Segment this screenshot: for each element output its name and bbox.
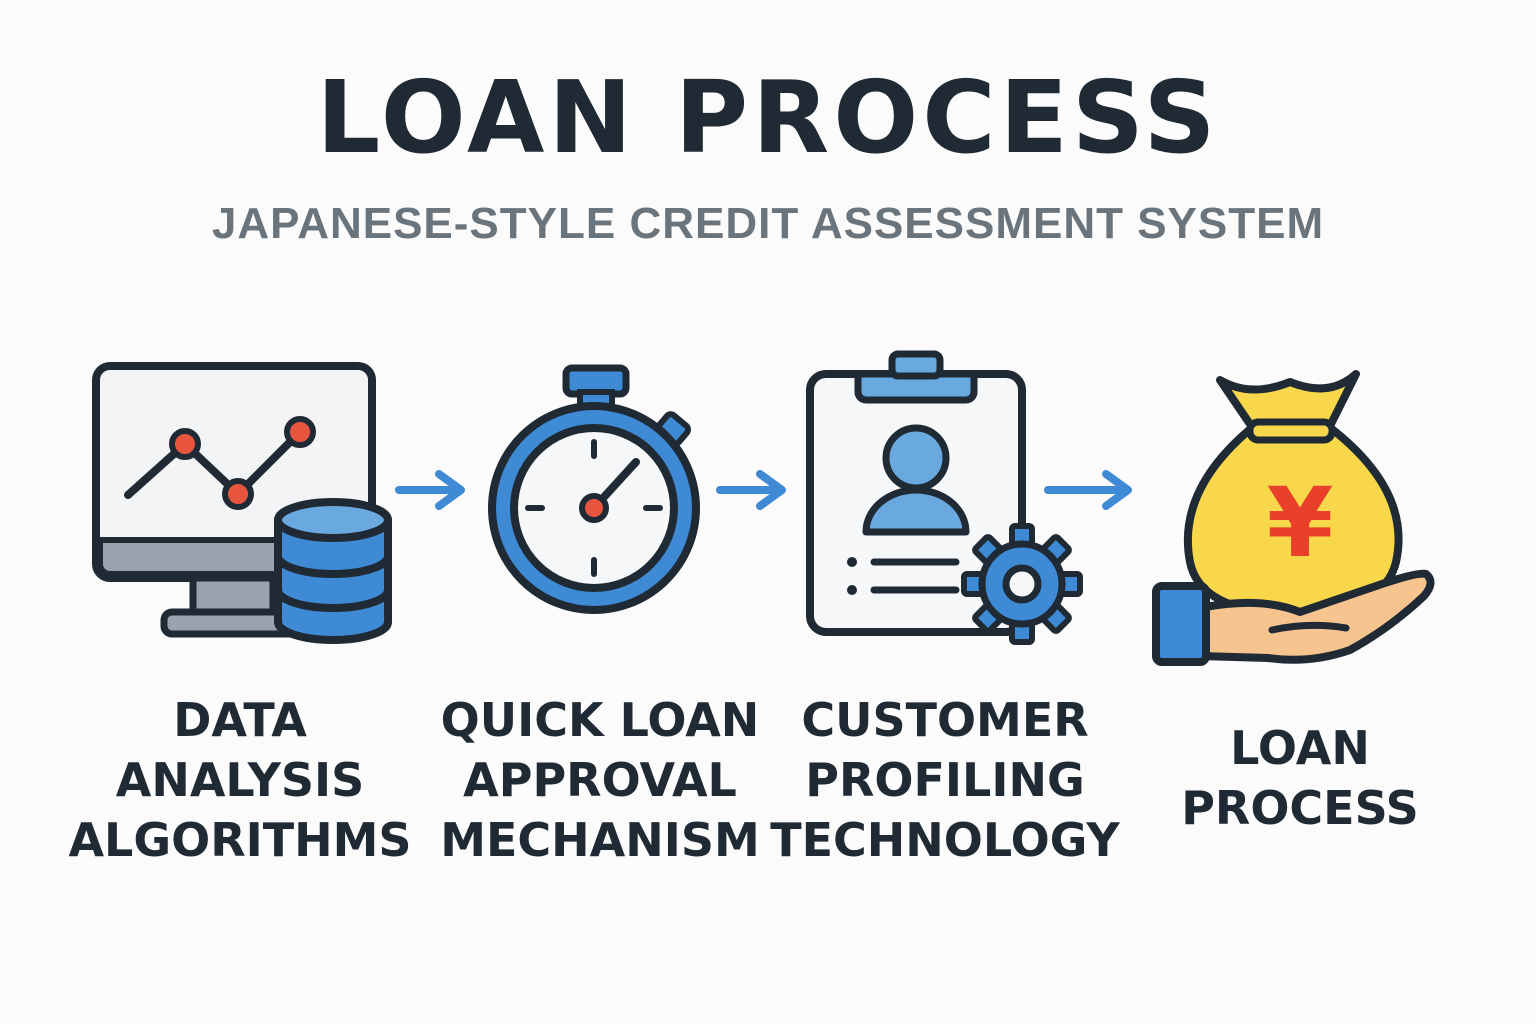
step-label-data-analysis: DATA ANALYSIS ALGORITHMS [60, 690, 420, 870]
step-label-loan-process: LOAN PROCESS [1120, 718, 1480, 838]
label-line: PROCESS [1181, 781, 1419, 835]
clipboard-profile-gear-icon [806, 350, 1083, 645]
hand-yen-money-bag-icon: ¥ [1152, 370, 1435, 666]
label-line: QUICK LOAN [440, 693, 760, 747]
label-line: DATA [173, 693, 307, 747]
page-title: LOAN PROCESS [316, 59, 1220, 176]
step-label-customer-profiling: CUSTOMER PROFILING TECHNOLOGY [760, 690, 1130, 870]
label-line: CUSTOMER [801, 693, 1089, 747]
step-label-quick-loan: QUICK LOAN APPROVAL MECHANISM [420, 690, 780, 870]
label-line: PROFILING [805, 753, 1085, 807]
arrow-right-icon [1044, 470, 1132, 510]
label-line: TECHNOLOGY [770, 813, 1120, 867]
page-subtitle: JAPANESE-STYLE CREDIT ASSESSMENT SYSTEM [211, 199, 1325, 248]
label-line: ANALYSIS [115, 753, 365, 807]
label-line: ALGORITHMS [68, 813, 412, 867]
stopwatch-icon [488, 364, 700, 614]
arrow-right-icon [395, 470, 465, 510]
yen-symbol: ¥ [1267, 467, 1334, 579]
label-line: APPROVAL [463, 753, 737, 807]
monitor-chart-database-icon [92, 362, 392, 644]
label-line: LOAN [1230, 721, 1370, 775]
label-line: MECHANISM [440, 813, 760, 867]
arrow-right-icon [716, 470, 786, 510]
